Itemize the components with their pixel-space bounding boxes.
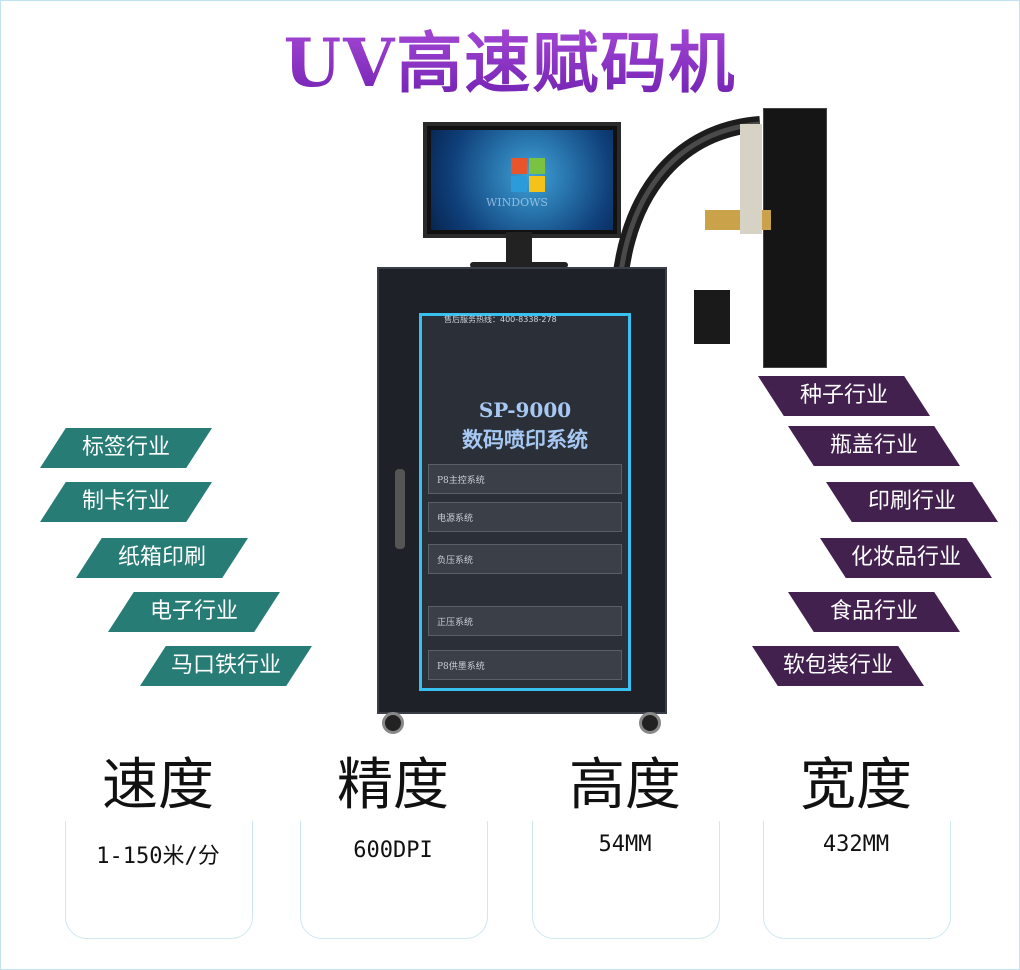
industry-ribbon-electronics: 电子行业 [108,592,280,632]
unit-power: 电源系统 [428,502,622,532]
monitor-logo-text: WINDOWS [486,196,548,209]
industry-ribbon-carton: 纸箱印刷 [76,538,248,578]
spec-speed-label: 速度 [43,740,273,821]
spec-height-label: 高度 [510,740,740,821]
wheel-right-icon [639,712,661,734]
cabinet-door: 售后服务热线：400-8338-278 SP-9000 数码喷印系统 P8主控系… [419,313,631,691]
unit-label: P8供墨系统 [437,662,485,672]
print-head-icon [763,108,827,368]
unit-label: P8主控系统 [437,476,485,486]
hotline-text: 售后服务热线：400-8338-278 [444,315,557,324]
monitor-base-icon [470,262,568,268]
model-label: SP-9000 [478,398,572,422]
spec-width-label: 宽度 [741,740,971,821]
spec-width-value: 432MM [822,832,890,857]
printer-cabinet: 售后服务热线：400-8338-278 SP-9000 数码喷印系统 P8主控系… [377,267,667,714]
cabinet-handle-icon [395,469,405,549]
page-title: UV高速赋码机 [0,10,1020,106]
industry-ribbon-bottle-cap: 瓶盖行业 [788,426,960,466]
print-head-mount-icon [740,124,762,234]
unit-label: 负压系统 [437,556,474,566]
unit-label: 正压系统 [437,618,474,628]
industry-ribbon-card: 制卡行业 [40,482,212,522]
wheel-left-icon [382,712,404,734]
monitor-stand-icon [506,232,532,266]
spec-speed-value: 1-150米/分 [96,844,220,869]
unit-positive-pressure: 正压系统 [428,606,622,636]
ink-cable-icon [612,116,761,281]
industry-ribbon-tinplate: 马口铁行业 [140,646,312,686]
system-name-label: 数码喷印系统 [462,427,588,452]
unit-ink-supply: P8供墨系统 [428,650,622,680]
industry-ribbon-flexible-packaging: 软包装行业 [752,646,924,686]
industry-ribbon-food: 食品行业 [788,592,960,632]
print-head-nozzle-icon [694,290,730,344]
industry-ribbon-seed: 种子行业 [758,376,930,416]
spec-precision-value: 600DPI [353,838,433,863]
windows-logo-icon [511,158,547,194]
unit-main-control: P8主控系统 [428,464,622,494]
unit-label: 电源系统 [437,514,474,524]
industry-ribbon-printing: 印刷行业 [826,482,998,522]
unit-negative-pressure: 负压系统 [428,544,622,574]
industry-ribbon-label: 标签行业 [40,428,212,468]
spec-height-value: 54MM [598,832,652,857]
spec-precision-label: 精度 [278,740,508,821]
industry-ribbon-cosmetics: 化妆品行业 [820,538,992,578]
monitor-icon: WINDOWS [423,122,621,238]
